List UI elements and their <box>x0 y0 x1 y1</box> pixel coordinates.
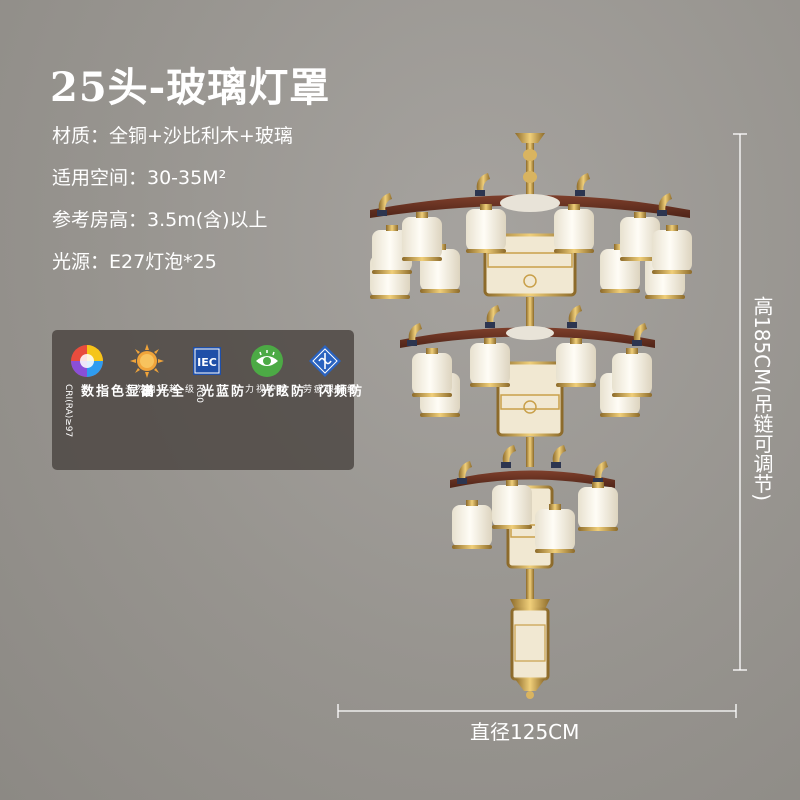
diamond-warning-icon <box>309 345 341 377</box>
width-dimension-label: 直径125CM <box>470 720 580 744</box>
feature-full-spectrum-sub: 趋近自然光 <box>123 384 177 393</box>
chandelier-tier-3 <box>450 445 618 569</box>
feature-anti-flicker-sub: 缓解眼疲劳 <box>301 384 355 393</box>
spec-light-source: 光源：E27灯泡*25 <box>52 251 217 273</box>
spec-list: 材质：全铜+沙比利木+玻璃 适用空间：30-35M² 参考房高：3.5m(含)以… <box>52 122 293 290</box>
spec-room-height: 参考房高：3.5m(含)以上 <box>52 209 268 231</box>
spec-material: 材质：全铜+沙比利木+玻璃 <box>52 125 293 147</box>
height-dimension-label: 高185CM(吊链可调节) <box>750 296 774 501</box>
chandelier-tier-2 <box>400 305 655 437</box>
chandelier-bottom-lantern <box>510 599 550 699</box>
chandelier-illustration <box>370 133 692 699</box>
color-wheel-icon <box>71 345 103 377</box>
feature-cri-sub: CRI(RA)≥97 <box>63 384 73 438</box>
iec-badge-icon: IEC <box>193 347 221 375</box>
feature-anti-blue-label: 防蓝光 <box>198 384 243 397</box>
feature-cri-label: 高显色指数 <box>78 384 153 397</box>
feature-anti-glare-sub: 呵护视力 <box>243 384 286 393</box>
feature-panel: 高显色指数 CRI(RA)≥97 全光谱 趋近自然光 IEC 防蓝光 RG0级 <box>52 330 361 470</box>
iec-badge-text: IEC <box>197 356 217 369</box>
feature-anti-flicker-label: 防频闪 <box>316 384 361 397</box>
spec-space: 适用空间：30-35M² <box>52 167 227 189</box>
feature-anti-glare-label: 防眩光 <box>258 384 303 397</box>
chandelier-canopy <box>515 133 545 198</box>
chandelier-tier-1 <box>370 173 692 299</box>
sun-icon <box>130 344 164 378</box>
feature-full-spectrum-label: 全光谱 <box>138 384 183 397</box>
eye-icon <box>251 345 283 377</box>
page-title: 25头-玻璃灯罩 <box>50 64 331 111</box>
feature-anti-blue-sub: RG0级 <box>183 384 204 403</box>
